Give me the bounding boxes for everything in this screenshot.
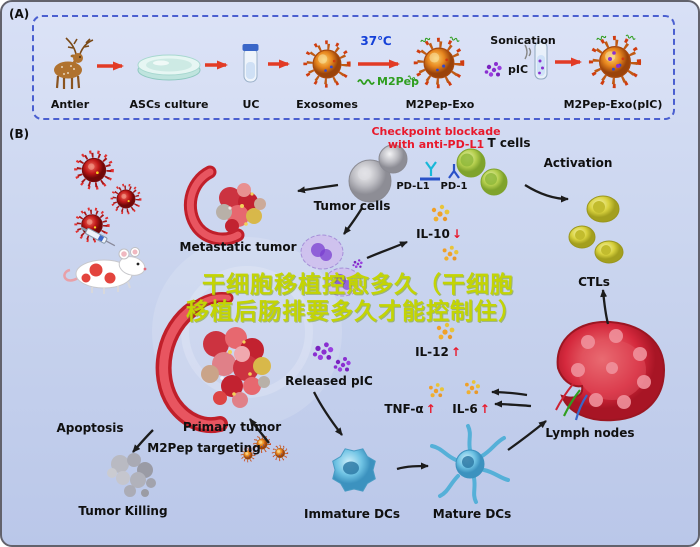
label-checkpoint-1: Checkpoint blockade [371, 125, 501, 138]
il6-up-arrow-icon: ↑ [479, 402, 490, 416]
flow-arrows [132, 183, 610, 471]
label-exosomes: Exosomes [296, 98, 358, 111]
label-il12: IL-12↑ [415, 345, 461, 359]
sonication-tube-icon [524, 41, 548, 80]
tumor-cells-icon [348, 144, 408, 203]
panel-a-label: (A) [9, 7, 30, 21]
ctl-cells-icon [568, 195, 624, 264]
label-sonication: Sonication [490, 34, 556, 47]
label-lymph-nodes: Lymph nodes [545, 426, 635, 440]
label-m2pep-exo: M2Pep-Exo [405, 98, 475, 111]
label-mature-dcs: Mature DCs [432, 507, 512, 521]
label-tumor-killing: Tumor Killing [78, 504, 168, 518]
petri-dish-icon [137, 54, 201, 81]
tnf-text: TNF-α [384, 402, 424, 416]
immature-dc-icon [332, 448, 376, 492]
lymph-node-icon [555, 320, 666, 422]
label-t-cells: T cells [487, 136, 531, 150]
pic-dots-icon [484, 62, 502, 77]
label-pd-1: PD-1 [440, 181, 468, 192]
watermark-seal [152, 237, 342, 427]
cytokine-dots-icon [431, 204, 450, 222]
label-primary-tumor: Primary tumor [182, 420, 282, 434]
cytokine-dots-icon [442, 245, 459, 261]
label-pd-l1: PD-L1 [396, 181, 430, 192]
label-il6: IL-6↑ [452, 402, 490, 416]
il6-text: IL-6 [452, 402, 478, 416]
metastatic-tumor-icon [183, 165, 266, 246]
il10-down-arrow-icon: ↓ [451, 227, 462, 241]
t-cells-icon [456, 148, 508, 196]
anti-pd-l1-antibody-icon [420, 161, 460, 181]
cytokine-dots-icon [465, 380, 480, 395]
il12-text: IL-12 [415, 345, 449, 359]
tumor-killing-debris-icon [107, 453, 156, 497]
label-apoptosis: Apoptosis [56, 421, 124, 435]
m2pep-exo-pic-icon [591, 34, 639, 86]
label-tumor-cells: Tumor cells [313, 199, 391, 213]
il10-text: IL-10 [416, 227, 450, 241]
label-m2pep-exo-pic: M2Pep-Exo(pIC) [563, 98, 663, 111]
syringe-icon [80, 226, 116, 247]
primary-tumor-icon [155, 292, 271, 433]
panel-b-label: (B) [9, 127, 30, 141]
tnf-up-arrow-icon: ↑ [425, 402, 436, 416]
exosome-icon [305, 42, 349, 86]
mouse-icon [63, 247, 147, 294]
label-antler: Antler [50, 98, 90, 111]
label-metastatic-tumor: Metastatic tumor [179, 240, 297, 254]
label-ctls: CTLs [578, 275, 610, 289]
label-released-pic: Released pIC [285, 374, 373, 388]
deer-icon [54, 37, 94, 89]
label-m2pep-targeting: M2Pep targeting [147, 441, 261, 455]
label-temperature: 37℃ [360, 34, 392, 48]
label-il10: IL-10↓ [416, 227, 462, 241]
virus-particle-icon [109, 182, 143, 216]
label-immature-dcs: Immature DCs [304, 507, 400, 521]
label-tnf: TNF-α↑ [384, 402, 436, 416]
virus-particle-icon [76, 152, 112, 188]
label-ascs-culture: ASCs culture [129, 98, 209, 111]
macrophage-cells-icon [300, 234, 363, 297]
mature-dc-icon [430, 424, 510, 504]
label-activation: Activation [543, 156, 613, 170]
watermark-line-1: 干细胞移植控愈多久（干细胞 [202, 272, 514, 298]
uc-tube-icon [242, 44, 259, 83]
label-m2pep: M2Pep [377, 75, 419, 88]
label-pic: pIC [507, 63, 529, 76]
label-checkpoint-2: with anti-PD-L1 [387, 138, 485, 151]
il12-up-arrow-icon: ↑ [450, 345, 461, 359]
workflow-arrows [97, 57, 582, 71]
watermark-line-2: 移植后肠排要多久才能控制住） [186, 299, 522, 325]
m2pep-squiggle-icon [357, 79, 375, 85]
cytokine-dots-icon [429, 383, 444, 398]
label-uc: UC [242, 98, 260, 111]
